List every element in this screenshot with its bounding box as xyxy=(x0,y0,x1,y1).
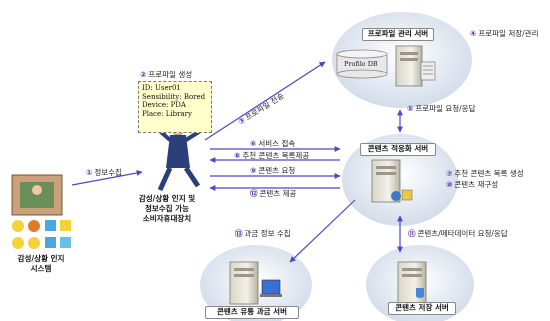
step-1-text: 정보수집 xyxy=(94,168,122,177)
profile-server-icon xyxy=(395,45,436,87)
step-5-text: 프로파일 요청/응답 xyxy=(415,104,476,113)
user-device-line2: 정보수집 가능 xyxy=(144,204,189,213)
arrow-billing xyxy=(289,199,356,263)
step-11-text: 콘텐츠/메타데이터 요청/응답 xyxy=(417,229,508,238)
storage-server-label: 콘텐츠 저장 서버 xyxy=(388,302,456,315)
step-9-number: ⑨ xyxy=(250,166,257,175)
step-10-text: 콘텐츠 재구성 xyxy=(454,180,499,189)
step-9-text: 콘텐츠 요청 xyxy=(258,166,296,175)
step-1-number: ① xyxy=(86,168,93,177)
step-5-number: ⑤ xyxy=(407,104,414,113)
step-7-text: 추천 콘텐츠 목록 생성 xyxy=(454,169,524,178)
user-device-label: 감성/상황 인지 및 정보수집 가능 소비자휴대장치 xyxy=(118,194,216,224)
emotion-system-icon xyxy=(11,174,71,249)
arrow-profile-transmit xyxy=(204,61,326,141)
step-13-text: 과금 정보 수집 xyxy=(244,229,291,238)
user-device-line1: 감성/상황 인지 및 xyxy=(138,194,196,203)
emotion-system-line2: 시스템 xyxy=(30,264,52,273)
step-4-number: ④ xyxy=(470,29,477,38)
profile-note-line: Device: PDA xyxy=(142,101,186,109)
step-12-text: 콘텐츠 제공 xyxy=(259,189,297,198)
billing-server-icon xyxy=(229,261,282,305)
billing-server-label: 콘텐츠 유통 과금 서버 xyxy=(205,306,299,319)
step-4-text: 프로파일 저장/관리 xyxy=(478,29,539,38)
step-6-number: ⑥ xyxy=(250,139,257,148)
step-6-text: 서비스 접속 xyxy=(258,139,296,148)
storage-server-icon xyxy=(397,261,427,305)
step-8-number: ⑧ xyxy=(234,151,241,160)
profile-note: ID: User01 Sensibility: Bored Device: PD… xyxy=(138,81,212,133)
user-device-line3: 소비자휴대장치 xyxy=(142,214,192,223)
arrow-info-collect xyxy=(71,170,143,186)
step-12-number: ⑫ xyxy=(250,189,258,198)
adaptation-server-icon xyxy=(371,159,413,203)
step-10-number: ⑩ xyxy=(446,180,453,189)
profile-db-label: Profile DB xyxy=(344,60,378,68)
step-7-number: ⑦ xyxy=(446,169,453,178)
profile-db-icon xyxy=(336,49,388,79)
emotion-system-line1: 감성/상황 인지 xyxy=(17,254,65,263)
step-13-number: ⑬ xyxy=(235,229,243,238)
step-2-number: ② xyxy=(140,70,147,79)
emotion-system-label: 감성/상황 인지 시스템 xyxy=(6,254,76,274)
profile-note-line: Place: Library xyxy=(142,109,192,118)
adaptation-server-label: 콘텐츠 적응화 서버 xyxy=(360,143,436,156)
profile-note-line: Sensibility: Bored xyxy=(142,92,206,101)
step-8-text: 추천 콘텐츠 목록제공 xyxy=(242,151,310,160)
profile-server-label: 프로파일 관리 서버 xyxy=(362,28,434,41)
profile-note-line: ID: User01 xyxy=(142,84,181,92)
step-11-number: ⑪ xyxy=(408,229,416,238)
step-2-text: 프로파일 생성 xyxy=(148,70,193,79)
